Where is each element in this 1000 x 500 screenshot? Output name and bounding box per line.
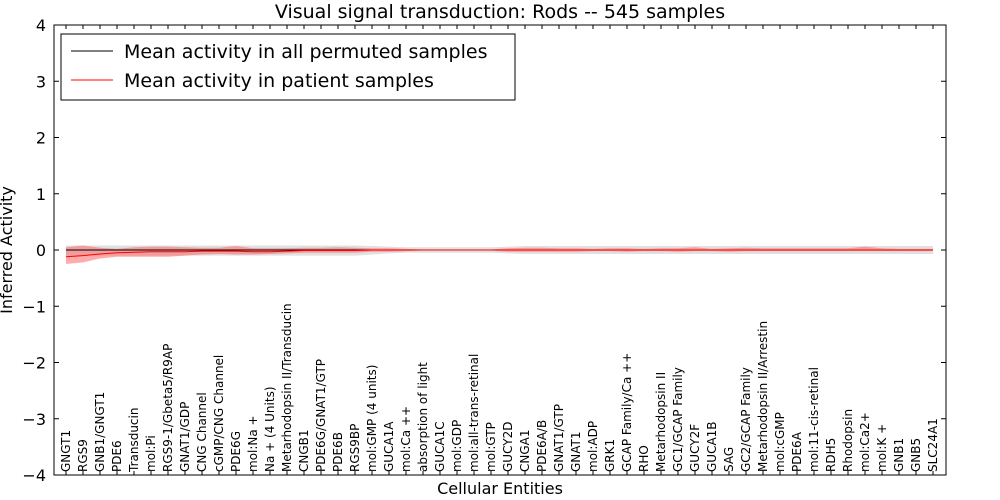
x-tick-label: RGS9 xyxy=(76,439,90,472)
x-tick-label: mol:GTP xyxy=(484,422,498,472)
x-tick-label: GNB1 xyxy=(892,438,906,472)
x-tick-label: mol:Pi xyxy=(144,435,158,472)
x-tick-label: PDE6 xyxy=(110,440,124,472)
y-tick-label: −1 xyxy=(22,297,46,316)
x-tick-label: GUCY2F xyxy=(688,424,702,472)
y-tick-label: 1 xyxy=(36,185,46,204)
x-tick-label: GUCA1B xyxy=(705,421,719,472)
x-tick-label: PDE6G/GNAT1/GTP xyxy=(314,359,328,472)
x-tick-label: CNGB1 xyxy=(297,429,311,472)
x-tick-label: mol:cGMP xyxy=(773,412,787,472)
legend-box xyxy=(60,33,516,101)
x-tick-label: mol:Ca ++ xyxy=(399,406,413,472)
x-tick-label: GC1/GCAP Family xyxy=(671,367,685,472)
x-tick-label: CNG Channel xyxy=(195,392,209,472)
x-tick-label: GNGT1 xyxy=(59,430,73,472)
x-tick-label: GNAT1/GTP xyxy=(552,404,566,472)
confidence-bands xyxy=(66,245,933,265)
x-tick-label: CNGA1 xyxy=(518,430,532,473)
x-tick-label: GRK1 xyxy=(603,439,617,472)
y-tick-label: 4 xyxy=(36,16,46,35)
x-tick-label: mol:all-trans-retinal xyxy=(467,354,481,472)
x-tick-label: mol:K + xyxy=(875,424,889,472)
y-tick-label: −4 xyxy=(22,466,46,485)
x-tick-label: mol:GMP (4 units) xyxy=(365,365,379,472)
x-tick-label: Metarhodopsin II/Transducin xyxy=(280,303,294,472)
y-axis: 4 3 2 1 0 −1 −2 −3 −4 xyxy=(22,16,946,485)
x-tick-label: Metarhodopsin II xyxy=(654,372,668,472)
x-tick-label: RHO xyxy=(637,445,651,472)
x-tick-label: mol:GDP xyxy=(450,420,464,472)
x-tick-label: PDE6B xyxy=(331,432,345,472)
x-tick-label: mol:11-cis-retinal xyxy=(807,367,821,472)
chart-title: Visual signal transduction: Rods -- 545 … xyxy=(275,1,725,23)
x-tick-label: GC2/GCAP Family xyxy=(739,367,753,472)
series-lines xyxy=(65,249,933,258)
x-tick-label: SLC24A1 xyxy=(926,418,940,472)
x-tick-label: mol:Na + xyxy=(246,415,260,472)
x-tick-label: Rhodopsin xyxy=(841,409,855,472)
y-tick-label: 0 xyxy=(36,241,46,260)
x-tick-label: Transducin xyxy=(127,408,141,473)
x-tick-label: Metarhodopsin II/Arrestin xyxy=(756,321,770,472)
x-tick-label: GNAT1/GDP xyxy=(178,402,192,472)
x-tick-label: GUCY2D xyxy=(501,422,515,472)
y-tick-label: −3 xyxy=(22,410,46,429)
x-tick-label: RDH5 xyxy=(824,438,838,472)
x-tick-label: GUCA1A xyxy=(382,421,396,472)
legend-label-permuted: Mean activity in all permuted samples xyxy=(124,41,487,63)
x-axis-label: Cellular Entities xyxy=(437,479,563,498)
x-tick-label: absorption of light xyxy=(416,362,430,472)
x-tick-label: PDE6A/B xyxy=(535,420,549,472)
y-tick-label: 2 xyxy=(36,129,46,148)
x-tick-label: mol:ADP xyxy=(586,421,600,472)
legend-label-patient: Mean activity in patient samples xyxy=(124,70,434,92)
x-tick-label: mol:Ca2+ xyxy=(858,412,872,472)
x-tick-label: GNB1/GNGT1 xyxy=(93,392,107,472)
x-tick-label: cGMP/CNG Channel xyxy=(212,355,226,472)
x-tick-label: GUCA1C xyxy=(433,421,447,472)
y-tick-label: 3 xyxy=(36,72,46,91)
x-tick-label: PDE6A xyxy=(790,431,804,472)
x-tick-label: GNAT1 xyxy=(569,431,583,472)
series-line-patient xyxy=(65,249,933,258)
x-tick-label: GCAP Family/Ca ++ xyxy=(620,353,634,472)
x-tick-label: GNB5 xyxy=(909,438,923,472)
legend: Mean activity in all permuted samples Me… xyxy=(60,33,516,101)
y-axis-label: Inferred Activity xyxy=(0,186,16,314)
x-tick-label: Na + (4 Units) xyxy=(263,386,277,472)
x-tick-label: PDE6G xyxy=(229,431,243,472)
x-tick-label: RGS9BP xyxy=(348,424,362,472)
y-tick-label: −2 xyxy=(22,354,46,373)
x-tick-label: SAG xyxy=(722,447,736,472)
x-tick-label: RGS9-1/Gbeta5/R9AP xyxy=(161,344,175,472)
